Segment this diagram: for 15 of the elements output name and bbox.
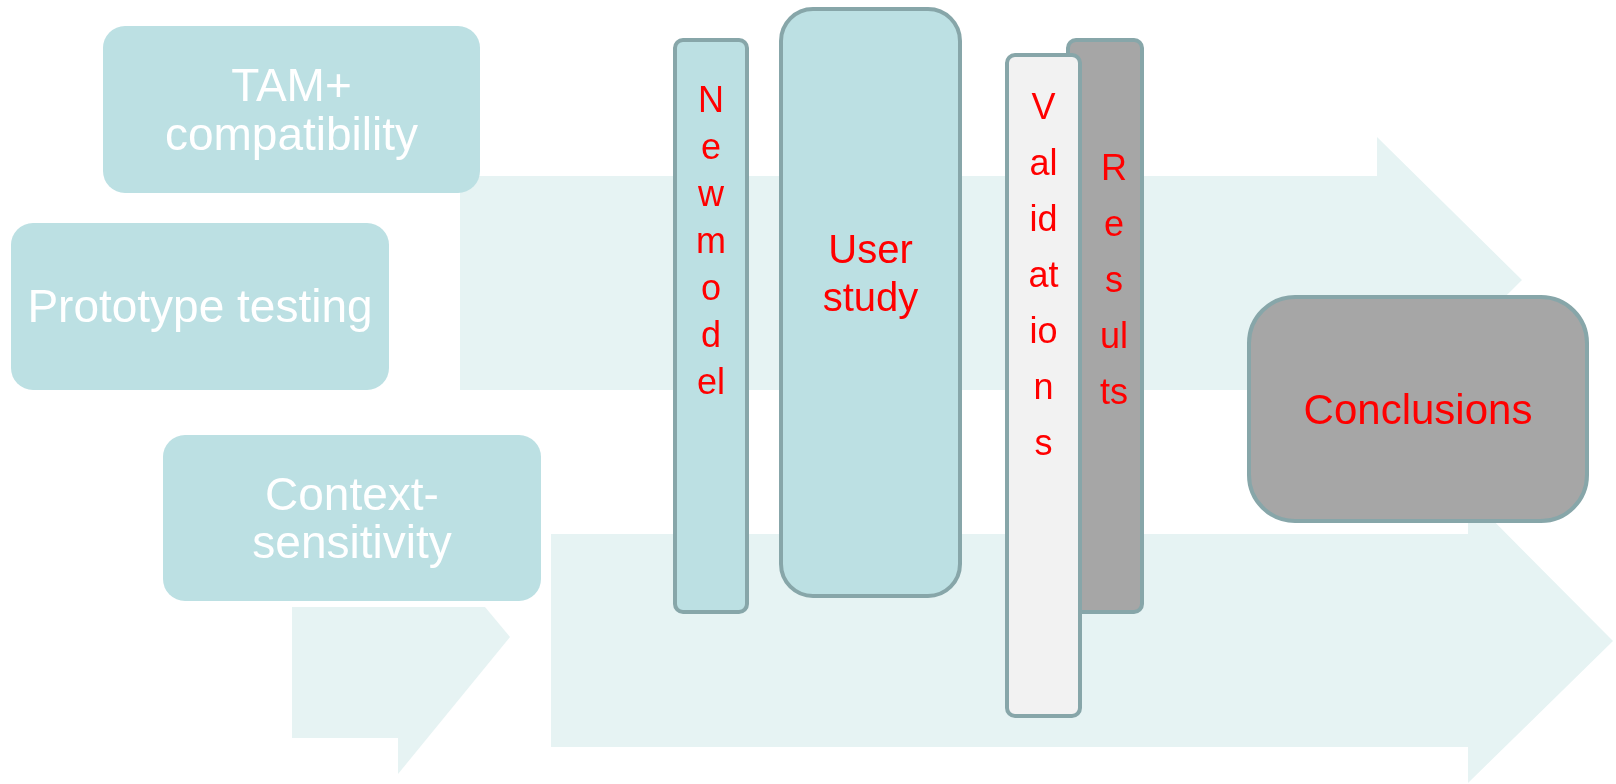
conclusion-box — [1247, 295, 1589, 523]
box-label: TAM+ compatibility — [163, 61, 420, 158]
stage-box — [779, 7, 962, 598]
box-label: Conclusions — [1303, 384, 1533, 435]
topic-box — [163, 435, 541, 601]
box-label: Prototype testing — [27, 282, 373, 331]
vertical-label: Validations — [1027, 85, 1060, 465]
box-label: Context-sensitivity — [251, 469, 453, 567]
topic-box — [11, 223, 389, 390]
stage-bar — [673, 38, 749, 614]
topic-box — [103, 26, 480, 193]
vertical-label: New model — [695, 78, 727, 404]
vertical-label: Results — [1099, 146, 1129, 414]
stage-bar — [1005, 53, 1082, 718]
box-label: User study — [821, 225, 920, 321]
